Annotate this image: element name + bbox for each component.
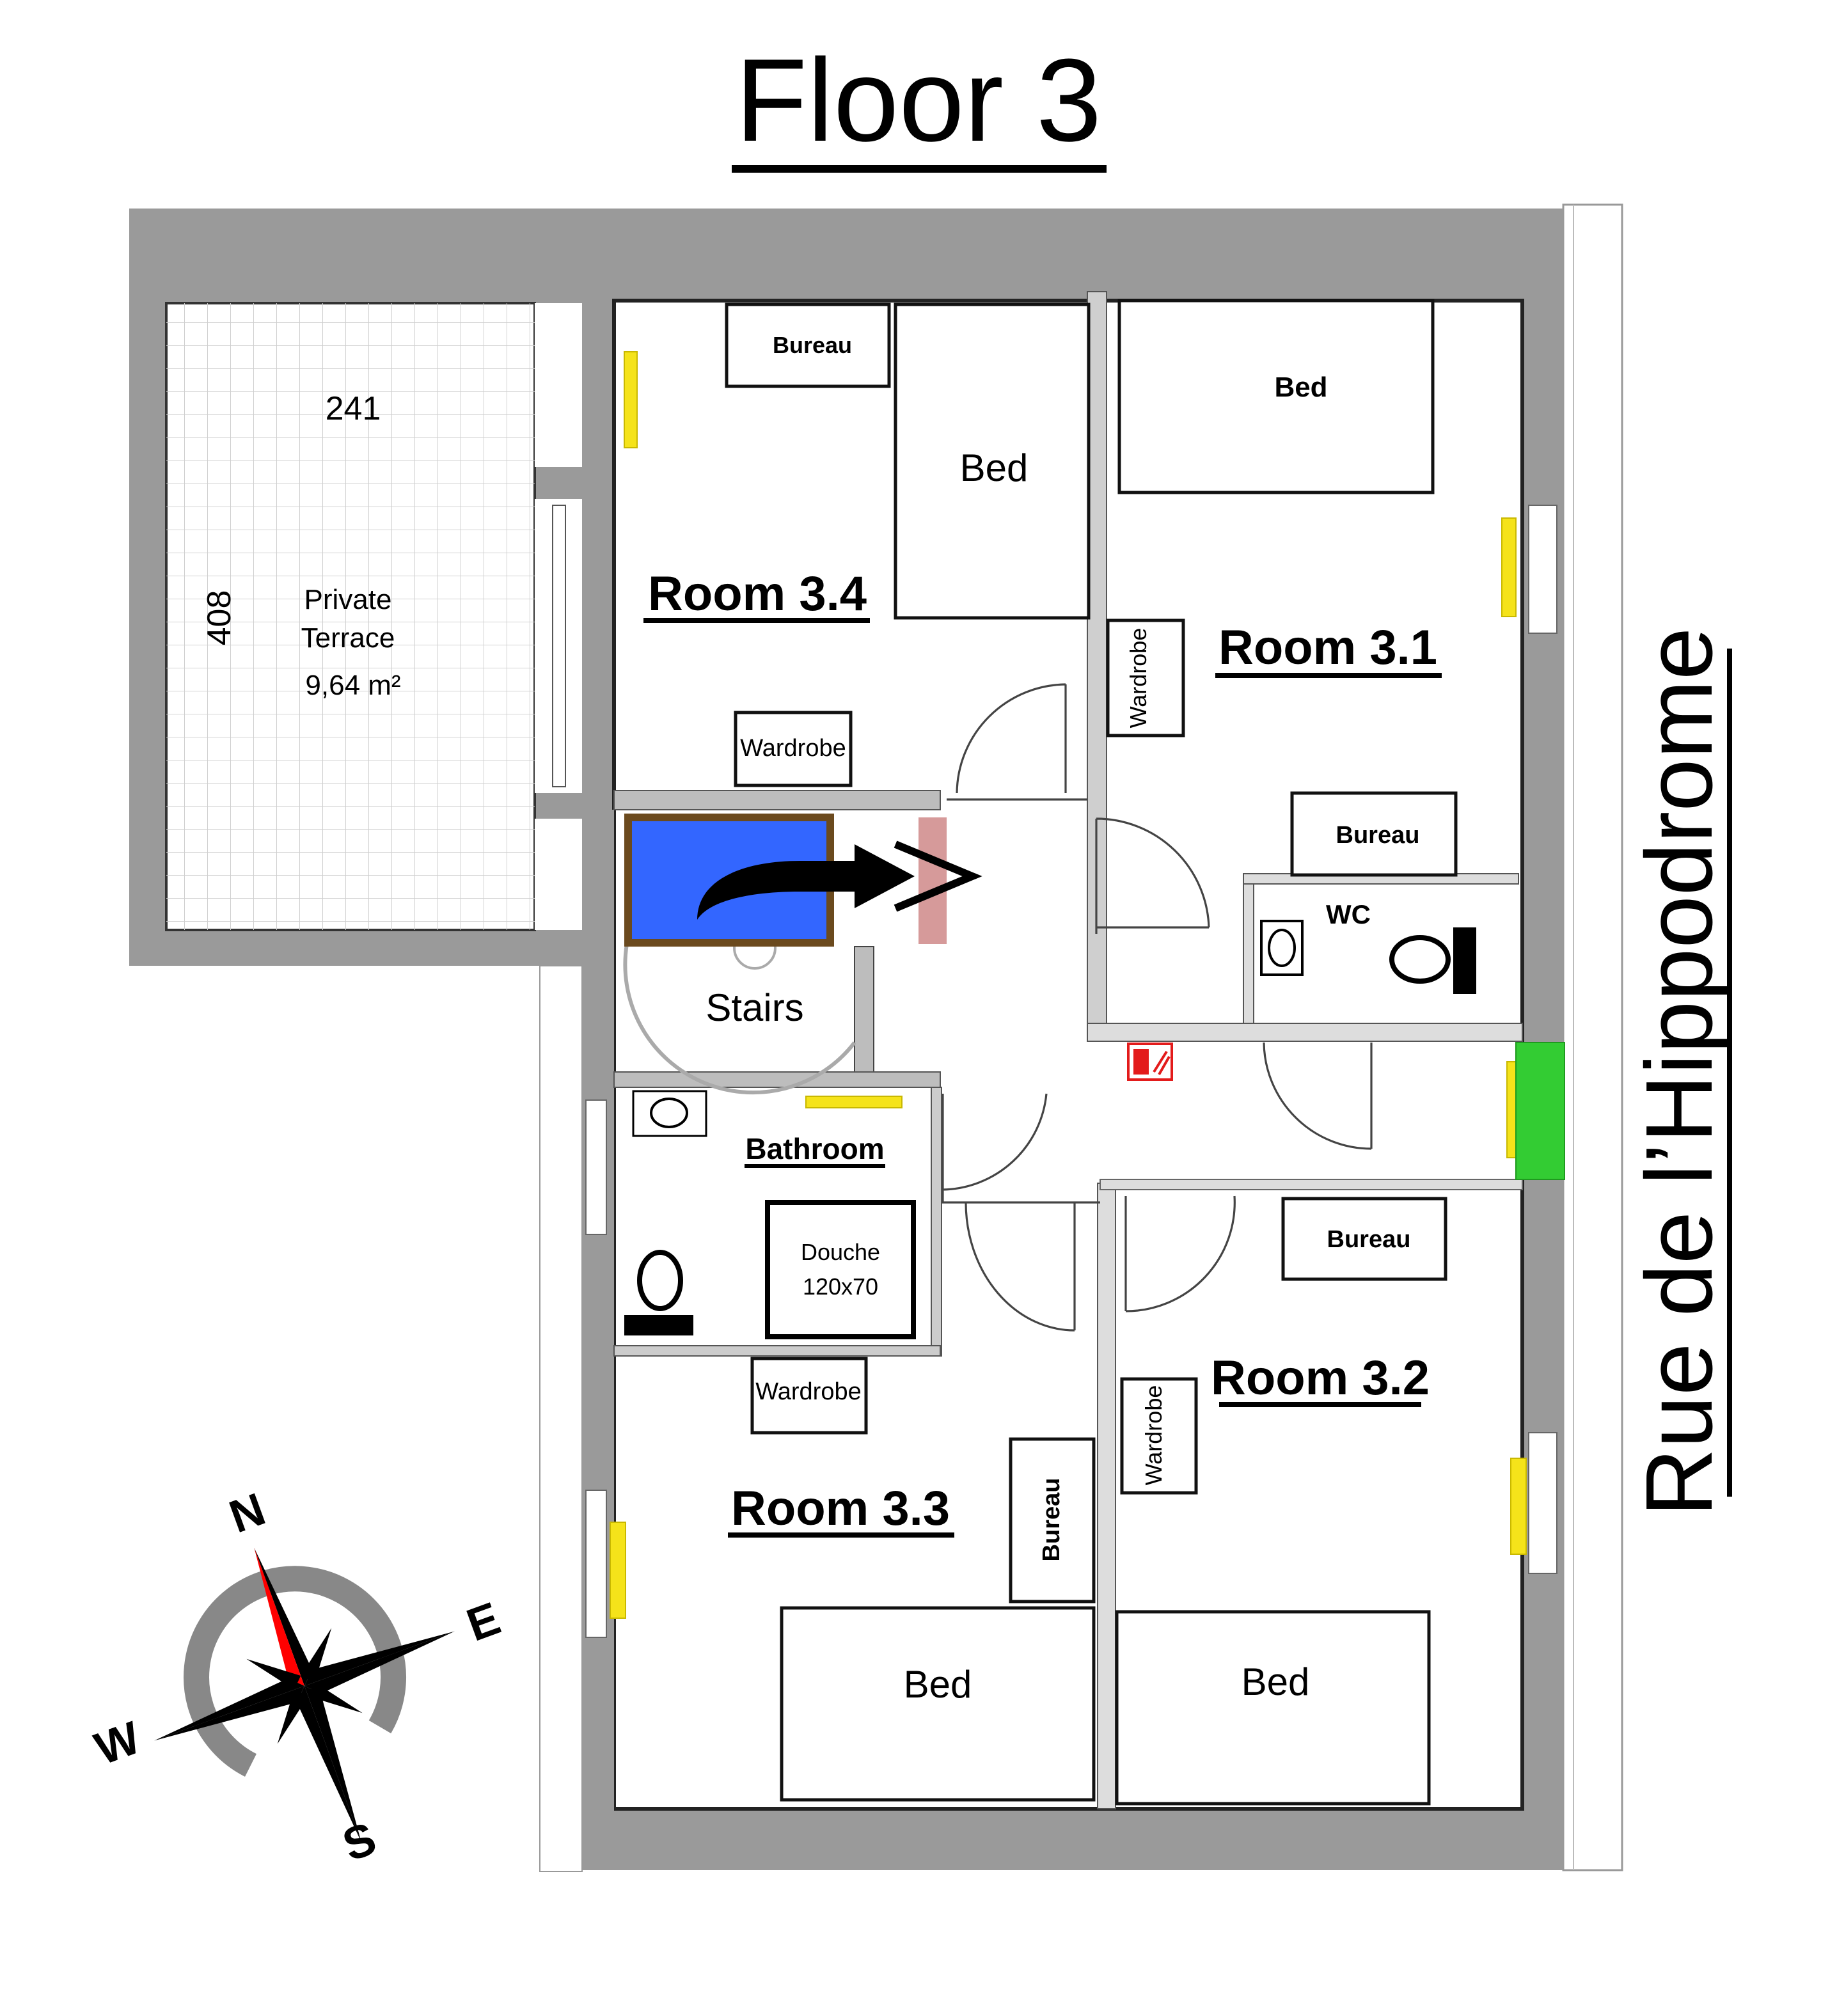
title-underline: [732, 165, 1107, 173]
bed: [780, 1606, 1096, 1802]
terrace-label-1: Private: [304, 584, 392, 615]
emergency-exit: [1515, 1042, 1565, 1180]
wc: WC: [1260, 899, 1476, 994]
room-3-1: Bed Wardrobe Room 3.1 Bureau: [1106, 299, 1458, 877]
compass-east: E: [461, 1593, 507, 1651]
shower-size: 120x70: [803, 1273, 878, 1300]
compass-west: W: [88, 1712, 146, 1775]
toilet-icon: [1389, 935, 1451, 984]
arrow-icon: [697, 844, 915, 920]
bed: [894, 303, 1091, 620]
room-3-2: Bureau Wardrobe Room 3.2 Bed: [1115, 1197, 1447, 1806]
door-wc[interactable]: [1263, 1042, 1373, 1150]
light-icon: [624, 351, 638, 448]
wardrobe: [1120, 1377, 1198, 1495]
wardrobe-label: Wardrobe: [1140, 1385, 1167, 1486]
page-title: Floor 3: [736, 34, 1102, 166]
bed: [1117, 299, 1435, 494]
bureau: [1281, 1197, 1447, 1281]
bureau: [1290, 791, 1458, 877]
door-room-3-4[interactable]: [947, 683, 1087, 801]
bureau: [725, 303, 891, 388]
bed-label: Bed: [904, 1663, 972, 1706]
shower: [765, 1200, 916, 1339]
bed-label: Bed: [960, 446, 1029, 489]
wc-label: WC: [1326, 899, 1371, 929]
stairs-door: [918, 817, 947, 944]
wardrobe-label: Wardrobe: [1125, 628, 1151, 728]
bureau-label: Bureau: [1038, 1478, 1065, 1562]
bathroom-label: Bathroom: [745, 1132, 884, 1165]
terrace-label-2: Terrace: [301, 622, 395, 654]
light-icon: [805, 1096, 903, 1108]
light-icon: [1501, 517, 1517, 617]
wardrobe-label: Wardrobe: [740, 735, 846, 762]
bed-label: Bed: [1274, 372, 1327, 403]
room-3-3: Wardrobe Bureau Room 3.3 Bed: [728, 1357, 1096, 1802]
wardrobe: [1106, 618, 1185, 737]
room-label: Room 3.1: [1218, 620, 1437, 675]
shower-label: Douche: [801, 1239, 880, 1265]
compass-rose: N E S W: [88, 1483, 507, 1871]
wardrobe: [734, 711, 853, 787]
door-bathroom[interactable]: [942, 1093, 1048, 1202]
door-room-3-1[interactable]: [1095, 817, 1210, 934]
fire-extinguisher-icon: [1127, 1043, 1173, 1081]
room-label: Room 3.3: [731, 1481, 950, 1536]
stairs: Stairs: [623, 814, 982, 1095]
bureau-label: Bureau: [1336, 822, 1420, 849]
toilet-icon: [637, 1250, 683, 1311]
stairs-label: Stairs: [706, 986, 803, 1029]
light-icon: [610, 1522, 626, 1619]
light-icon: [1510, 1458, 1527, 1555]
terrace-width: 241: [326, 390, 381, 427]
terrace-depth: 408: [201, 590, 238, 646]
compass-south: S: [336, 1813, 382, 1871]
bureau-label: Bureau: [1327, 1226, 1411, 1253]
terrace-area: 9,64 m²: [305, 670, 400, 701]
private-terrace: 241 408 Private Terrace 9,64 m²: [165, 302, 582, 931]
bureau: [1009, 1437, 1096, 1603]
street-underline: [1727, 649, 1732, 1497]
door-room-3-2[interactable]: [1124, 1195, 1236, 1312]
compass-north: N: [223, 1483, 272, 1543]
room-label: Room 3.4: [648, 567, 867, 621]
bathroom: Bathroom Douche 120x70: [624, 1090, 916, 1339]
room-3-4: Bureau Bed Wardrobe Room 3.4: [643, 303, 1091, 787]
bed: [1115, 1610, 1431, 1806]
doors: [942, 683, 1373, 1332]
wardrobe-label: Wardrobe: [755, 1378, 861, 1405]
bureau-label: Bureau: [773, 332, 852, 358]
street-name: Rue de l’Hippodrome: [1627, 627, 1732, 1516]
door-room-3-3[interactable]: [942, 1201, 1100, 1332]
room-label: Room 3.2: [1211, 1351, 1430, 1405]
wardrobe: [750, 1357, 868, 1435]
bed-label: Bed: [1242, 1660, 1310, 1703]
